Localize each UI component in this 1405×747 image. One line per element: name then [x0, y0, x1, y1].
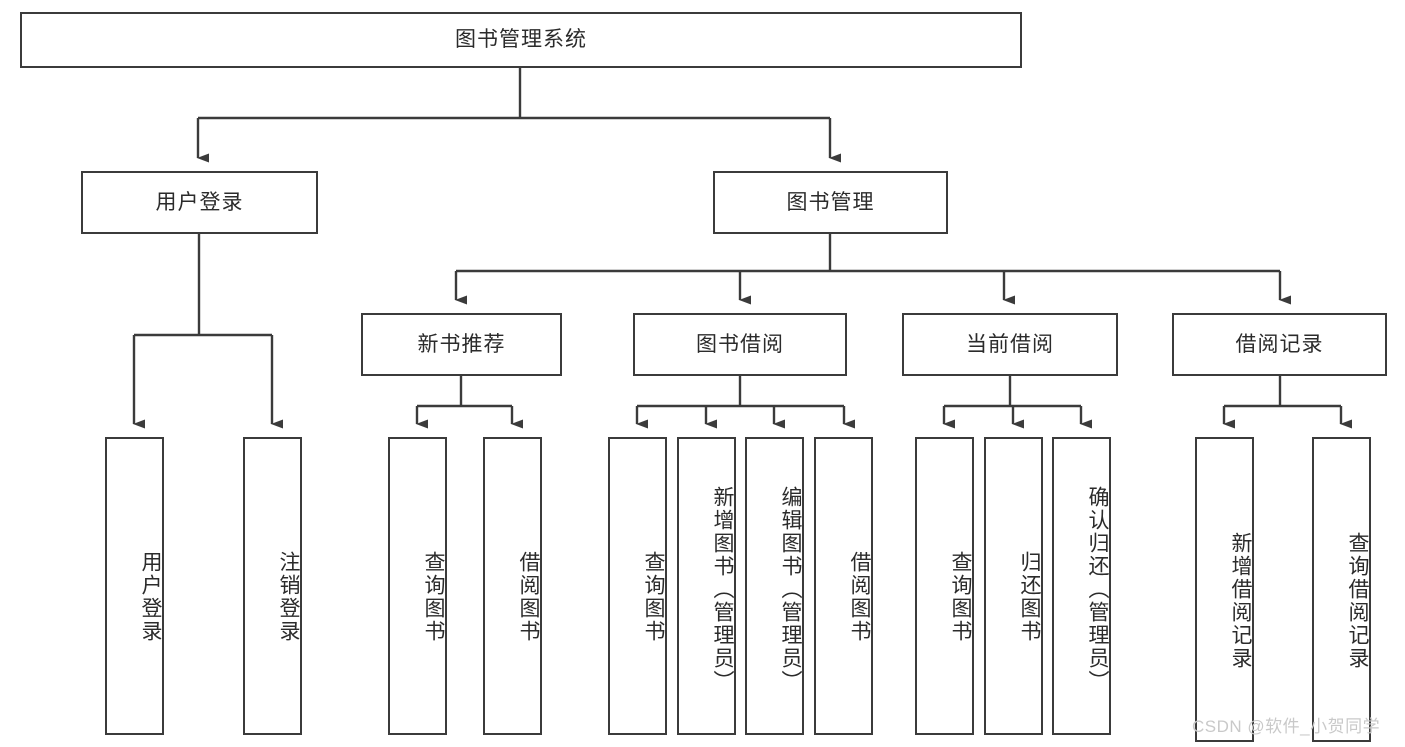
node-label: 图书管理系统: [455, 28, 587, 52]
node-leaf-add-book-admin[interactable]: 新增图书（管理员）: [677, 437, 736, 735]
node-leaf-query-book-recommend[interactable]: 查询图书: [388, 437, 447, 735]
node-label: 查询图书: [949, 551, 972, 643]
node-label: 当前借阅: [966, 332, 1054, 356]
node-label: 图书管理: [786, 190, 875, 214]
node-label: 新书推荐: [417, 332, 506, 356]
node-leaf-query-book-current[interactable]: 查询图书: [915, 437, 974, 735]
watermark: CSDN @软件_小贺同学: [1192, 717, 1381, 736]
node-user-login[interactable]: 用户登录: [81, 171, 318, 234]
node-label: 查询图书: [422, 551, 445, 643]
node-root-book-management-system[interactable]: 图书管理系统: [20, 12, 1022, 68]
node-label: 借阅图书: [517, 551, 540, 643]
node-new-book-recommend[interactable]: 新书推荐: [361, 313, 562, 376]
node-label: 图书借阅: [696, 332, 784, 356]
node-book-management[interactable]: 图书管理: [713, 171, 948, 234]
node-leaf-return-book[interactable]: 归还图书: [984, 437, 1043, 735]
node-label: 新增借阅记录: [1229, 531, 1252, 670]
node-book-borrow[interactable]: 图书借阅: [633, 313, 847, 376]
node-label: 确认归还（管理员）: [1086, 485, 1109, 693]
node-label: 归还图书: [1018, 551, 1041, 643]
node-leaf-borrow-book-recommend[interactable]: 借阅图书: [483, 437, 542, 735]
node-label: 借阅记录: [1235, 332, 1324, 356]
node-label: 用户登录: [139, 551, 162, 643]
node-leaf-add-borrow-record[interactable]: 新增借阅记录: [1195, 437, 1254, 742]
node-leaf-logout[interactable]: 注销登录: [243, 437, 302, 735]
node-label: 用户登录: [155, 190, 244, 214]
node-leaf-borrow-book[interactable]: 借阅图书: [814, 437, 873, 735]
node-current-borrow[interactable]: 当前借阅: [902, 313, 1118, 376]
node-leaf-user-login[interactable]: 用户登录: [105, 437, 164, 735]
node-leaf-query-book-borrow[interactable]: 查询图书: [608, 437, 667, 735]
node-label: 注销登录: [277, 551, 300, 643]
node-label: 查询图书: [642, 551, 665, 643]
node-label: 查询借阅记录: [1346, 531, 1369, 670]
node-label: 编辑图书（管理员）: [779, 485, 802, 693]
node-leaf-query-borrow-record[interactable]: 查询借阅记录: [1312, 437, 1371, 742]
node-leaf-confirm-return-admin[interactable]: 确认归还（管理员）: [1052, 437, 1111, 735]
node-borrow-record[interactable]: 借阅记录: [1172, 313, 1387, 376]
node-leaf-edit-book-admin[interactable]: 编辑图书（管理员）: [745, 437, 804, 735]
node-label: 新增图书（管理员）: [711, 485, 734, 693]
node-label: 借阅图书: [848, 551, 871, 643]
